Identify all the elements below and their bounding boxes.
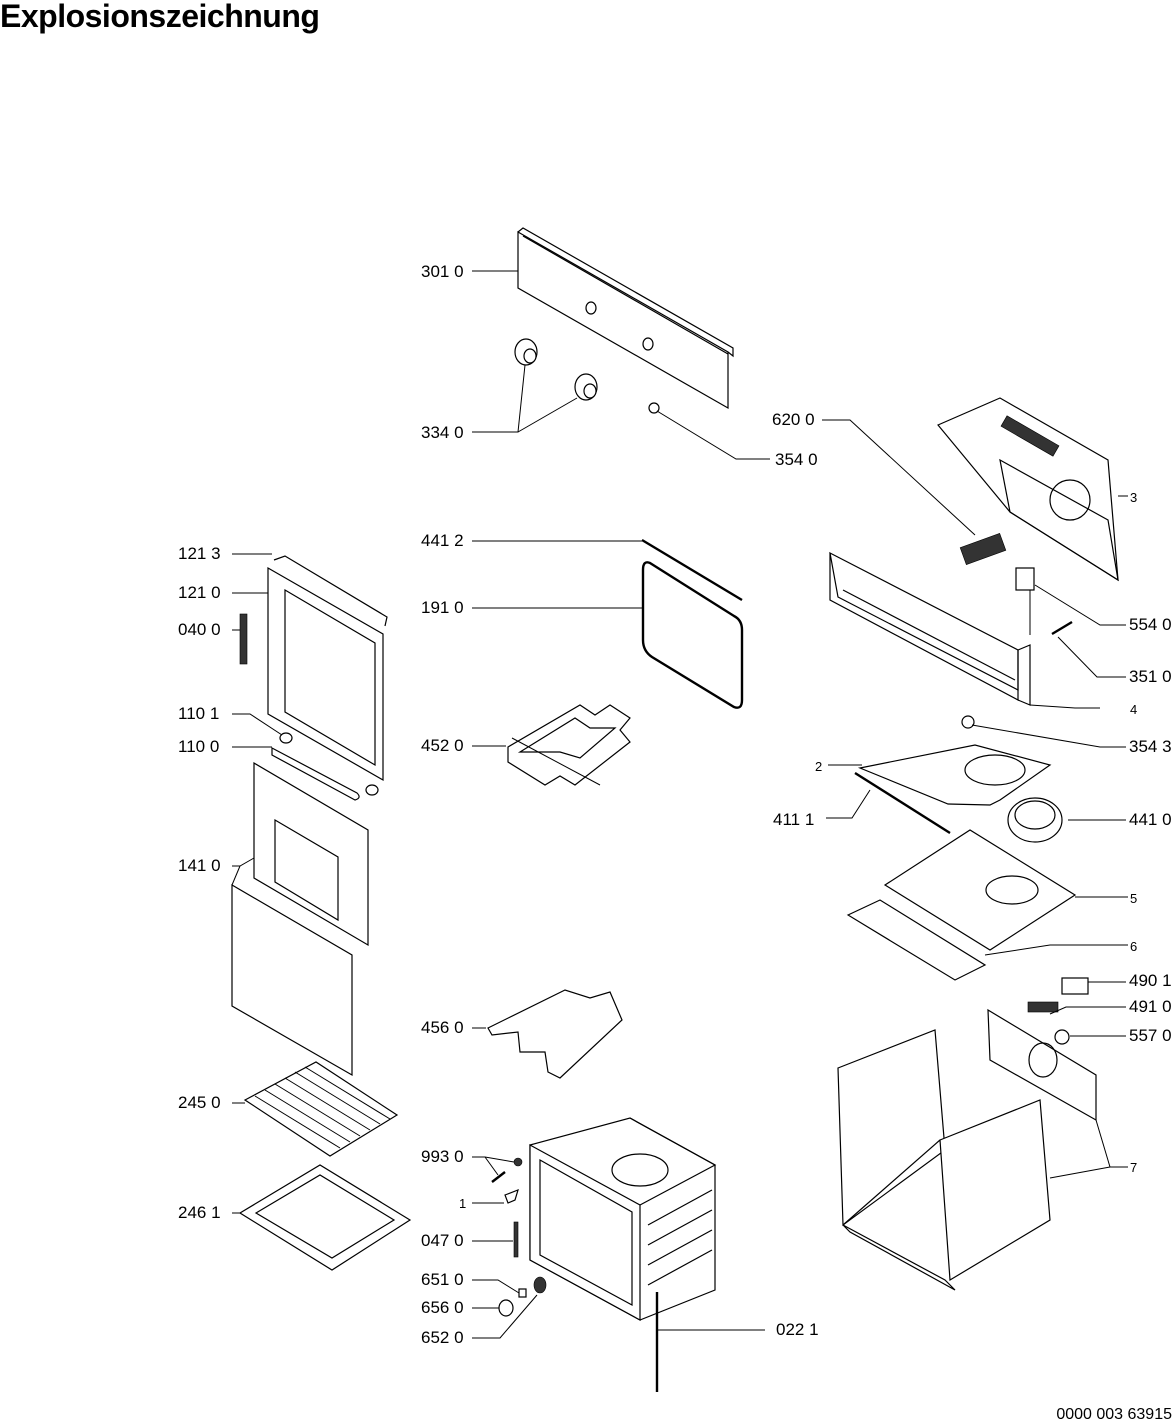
label-part-6: 6 xyxy=(1130,939,1138,954)
part-door-assembly xyxy=(231,553,388,1077)
label-part-301-0: 301 0 xyxy=(421,262,464,281)
label-part-3: 3 xyxy=(1130,490,1138,505)
part-fan-cover xyxy=(826,744,1052,835)
label-part-351-0: 351 0 xyxy=(1129,667,1172,686)
label-part-1: 1 xyxy=(459,1196,467,1211)
label-part-452-0: 452 0 xyxy=(421,736,464,755)
label-part-411-1: 411 1 xyxy=(773,810,815,829)
label-part-5: 5 xyxy=(1130,891,1138,906)
label-part-110-0: 110 0 xyxy=(178,737,220,756)
label-part-651-0: 651 0 xyxy=(421,1270,464,1289)
label-part-490-1: 490 1 xyxy=(1129,971,1172,990)
label-part-2: 2 xyxy=(815,759,823,774)
label-part-121-0: 121 0 xyxy=(178,583,221,602)
part-front-frame xyxy=(829,551,1126,748)
part-bottom-plate xyxy=(846,829,1128,981)
label-part-7: 7 xyxy=(1130,1160,1138,1175)
label-part-040-0: 040 0 xyxy=(178,620,221,639)
part-top-heater xyxy=(472,704,631,786)
label-part-121-3: 121 3 xyxy=(178,544,221,563)
part-control-panel xyxy=(472,227,734,410)
label-part-557-0: 557 0 xyxy=(1129,1026,1172,1045)
label-part-022-1: 022 1 xyxy=(776,1320,819,1339)
label-part-4: 4 xyxy=(1130,702,1138,717)
label-part-245-0: 245 0 xyxy=(178,1093,221,1112)
label-part-141-0: 141 0 xyxy=(178,856,221,875)
part-outer-casing xyxy=(837,1008,1128,1291)
label-part-441-0: 441 0 xyxy=(1129,810,1172,829)
label-part-354-0: 354 0 xyxy=(775,450,818,469)
label-part-334-0: 334 0 xyxy=(421,423,464,442)
label-part-110-1: 110 1 xyxy=(178,704,220,723)
part-selector-switch xyxy=(822,419,1007,566)
part-thermostat xyxy=(1015,567,1126,678)
label-part-652-0: 652 0 xyxy=(421,1328,464,1347)
part-small-fittings xyxy=(472,1156,547,1339)
page-title: Explosionszeichnung xyxy=(0,0,320,34)
part-fan xyxy=(1007,797,1126,843)
label-part-620-0: 620 0 xyxy=(772,410,815,429)
label-part-441-2: 441 2 xyxy=(421,531,464,550)
part-rear-panel xyxy=(937,397,1128,582)
part-knobs xyxy=(472,338,770,460)
part-seal xyxy=(472,538,744,709)
label-part-047-0: 047 0 xyxy=(421,1231,464,1250)
label-part-191-0: 191 0 xyxy=(421,598,464,617)
label-part-554-0: 554 0 xyxy=(1129,615,1172,634)
label-part-246-1: 246 1 xyxy=(178,1203,221,1222)
label-part-656-0: 656 0 xyxy=(421,1298,464,1317)
part-bottom-heater xyxy=(472,989,623,1079)
label-part-491-0: 491 0 xyxy=(1129,997,1172,1016)
part-connectors xyxy=(1027,977,1126,1045)
label-part-456-0: 456 0 xyxy=(421,1018,464,1037)
document-number: 0000 003 63915 xyxy=(1056,1406,1172,1423)
part-oven-cavity xyxy=(529,1117,765,1392)
part-rack-and-tray xyxy=(232,1061,412,1271)
label-part-354-3: 354 3 xyxy=(1129,737,1172,756)
label-part-993-0: 993 0 xyxy=(421,1147,464,1166)
